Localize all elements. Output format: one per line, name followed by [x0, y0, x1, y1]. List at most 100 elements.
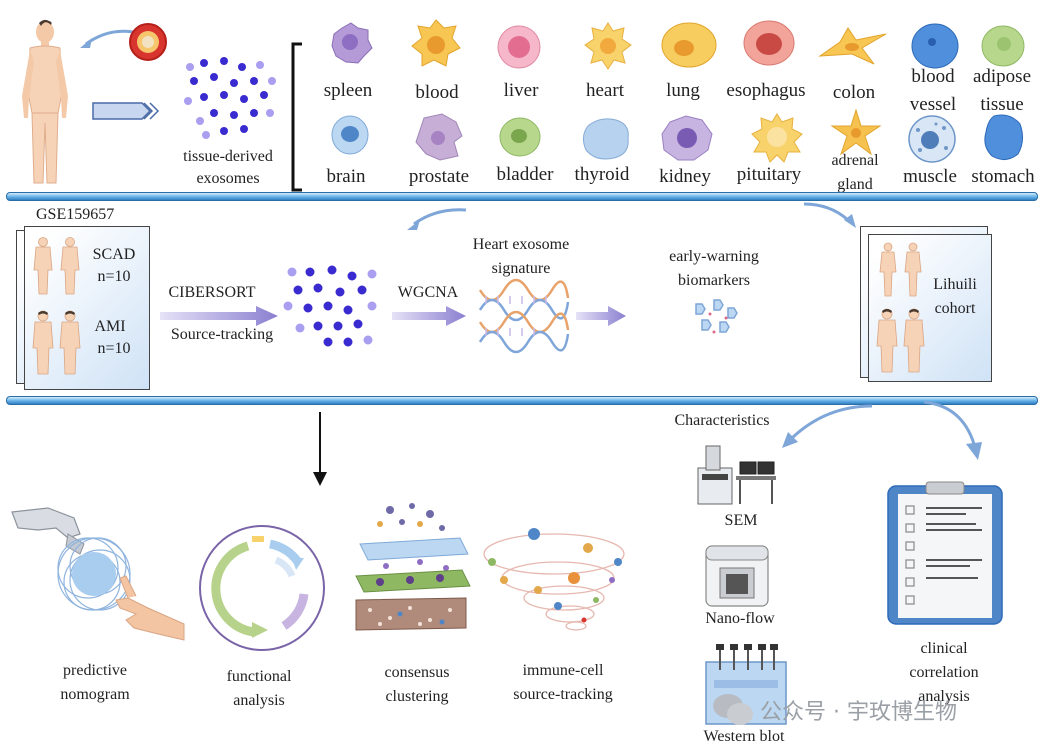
- label-liver: liver: [503, 80, 539, 101]
- consensus-label-1: consensus: [384, 664, 450, 681]
- liver-cell-icon: [497, 25, 541, 69]
- scad-patients-icon: [33, 237, 80, 295]
- label-colon: colon: [832, 82, 876, 103]
- lung-cell-icon: [661, 22, 717, 68]
- muscle-cell-icon: [908, 115, 956, 163]
- colon-cell-icon: [818, 27, 887, 65]
- adrenal-gland-cell-icon: [830, 108, 882, 156]
- immune-cell-tracking-icon: [483, 528, 625, 631]
- western-blot-label: Western blot: [703, 728, 785, 745]
- signature-label-1: Heart exosome: [472, 236, 570, 253]
- label-kidney: kidney: [659, 166, 711, 187]
- spleen-cell-icon: [331, 22, 373, 64]
- biomarkers-label-1: early-warning: [669, 248, 759, 265]
- label-blood: blood: [415, 82, 459, 103]
- functional-label-2: analysis: [233, 692, 285, 709]
- group1-n: n=10: [97, 268, 131, 285]
- exosome-cluster-icon: [184, 57, 276, 139]
- cohort-label-2: cohort: [934, 300, 976, 317]
- label-thyroid: thyroid: [574, 164, 630, 185]
- down-arrow-icon: [313, 412, 327, 486]
- kidney-cell-icon: [661, 115, 713, 161]
- ami-patients-icon: [32, 310, 81, 375]
- bracket-icon: [291, 42, 302, 192]
- brain-cell-icon: [331, 115, 369, 155]
- clipboard-icon: [887, 481, 1003, 625]
- sem-instrument-icon: [697, 445, 776, 505]
- functional-label-1: functional: [226, 668, 292, 685]
- label-adipose-tissue-1: adipose: [972, 66, 1032, 87]
- label-blood-vessel-2: vessel: [909, 94, 957, 115]
- nomogram-icon: [11, 507, 185, 641]
- label-stomach: stomach: [971, 166, 1035, 187]
- double-arrow-icon: [92, 102, 160, 120]
- curved-arrow-right-icon: [803, 202, 856, 228]
- label-brain: brain: [326, 166, 366, 187]
- group2-n: n=10: [97, 340, 131, 357]
- immune-label-2: source-tracking: [513, 686, 613, 703]
- caption-exosomes: exosomes: [196, 170, 260, 187]
- group1-name: SCAD: [92, 246, 136, 263]
- nanoflow-label: Nano-flow: [705, 610, 775, 627]
- human-body-icon: [22, 19, 68, 184]
- label-adrenal-gland-1: adrenal: [831, 152, 879, 169]
- bladder-cell-icon: [499, 117, 541, 157]
- label-prostate: prostate: [408, 166, 470, 187]
- biomarkers-label-2: biomarkers: [678, 272, 750, 289]
- step3-arrow-icon: [576, 306, 626, 326]
- curved-arrow-left-icon: [407, 208, 467, 230]
- caption-tissue-derived: tissue-derived: [183, 148, 273, 165]
- wechat-icon: [713, 694, 753, 725]
- clinical-label-2: correlation: [909, 664, 979, 681]
- adipose-tissue-cell-icon: [981, 25, 1025, 67]
- label-heart: heart: [586, 80, 624, 101]
- label-esophagus: esophagus: [726, 80, 806, 101]
- cohort-label-1: Lihuili: [933, 276, 977, 293]
- watermark-text: 公众号 · 宇玫博生物: [760, 700, 957, 725]
- prostate-cell-icon: [415, 113, 463, 161]
- label-spleen: spleen: [323, 80, 373, 101]
- clinical-label-3: analysis: [918, 688, 970, 705]
- group2-name: AMI: [94, 318, 126, 335]
- stomach-cell-icon: [984, 114, 1024, 160]
- separator-band-top: [6, 192, 1038, 201]
- label-adipose-tissue-2: tissue: [980, 94, 1024, 115]
- exosome-cluster-mid-icon: [283, 265, 377, 347]
- step1-arrow-icon: [160, 306, 278, 326]
- dna-helix-icon: [478, 278, 570, 354]
- label-adrenal-gland-2: gland: [837, 176, 873, 193]
- separator-band-bottom: [6, 396, 1038, 405]
- signature-label-2: signature: [491, 260, 551, 277]
- nomogram-label-1: predictive: [63, 662, 127, 679]
- label-lung: lung: [666, 80, 700, 101]
- curved-arrow-clinical-icon: [923, 400, 982, 460]
- characteristics-title: Characteristics: [674, 412, 770, 429]
- heart-cell-icon: [584, 22, 632, 70]
- thyroid-cell-icon: [582, 118, 629, 160]
- step1-label: CIBERSORT: [168, 284, 256, 301]
- pituitary-cell-icon: [751, 113, 803, 163]
- clinical-label-1: clinical: [920, 640, 968, 657]
- step1-sublabel: Source-tracking: [170, 326, 274, 343]
- biomarkers-icon: [695, 299, 738, 334]
- label-pituitary: pituitary: [736, 164, 802, 185]
- consensus-clustering-icon: [355, 503, 471, 631]
- blood-cell-icon: [411, 19, 461, 67]
- immune-label-1: immune-cell: [522, 662, 604, 679]
- nomogram-label-2: nomogram: [60, 686, 130, 703]
- dataset-id: GSE159657: [36, 206, 115, 223]
- blood-vessel-cell-icon: [911, 23, 959, 69]
- sem-label: SEM: [724, 512, 758, 529]
- consensus-label-2: clustering: [385, 688, 449, 705]
- cohort-patients-icon-1: [879, 242, 922, 297]
- curved-arrow-icon: [80, 29, 134, 48]
- curved-arrow-characteristics-icon: [782, 404, 873, 448]
- label-muscle: muscle: [903, 166, 957, 187]
- step2-arrow-icon: [392, 306, 466, 326]
- nanoflow-instrument-icon: [705, 545, 769, 607]
- label-bladder: bladder: [496, 164, 554, 185]
- heart-organ-icon: [129, 23, 167, 61]
- esophagus-cell-icon: [743, 20, 795, 66]
- cohort-patients-icon-2: [876, 308, 925, 373]
- functional-analysis-icon: [199, 525, 325, 651]
